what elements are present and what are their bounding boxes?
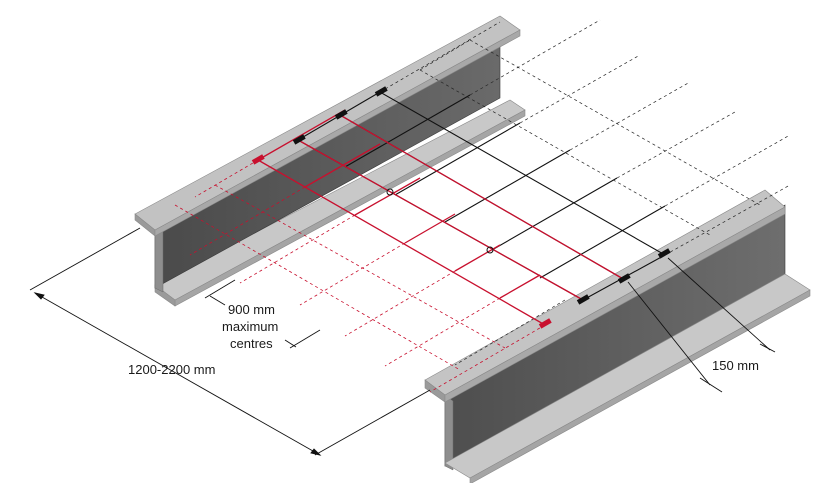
- end-distance-dimension: [627, 257, 776, 393]
- clip-icon: [251, 154, 265, 165]
- clip-icon: [538, 318, 552, 329]
- right-beam: [424, 189, 811, 483]
- clip-icon: [374, 86, 388, 97]
- splice-icon: [386, 188, 394, 196]
- clip-icon: [292, 134, 306, 145]
- red-bars: [257, 109, 626, 326]
- left-beam: [134, 15, 526, 307]
- dashed-lines-black: [379, 19, 791, 366]
- spacing-dimension: [204, 279, 321, 349]
- spacing-value-label: 900 mm: [228, 302, 275, 317]
- span-label: 1200-2200 mm: [128, 362, 215, 377]
- clip-icon: [617, 273, 631, 284]
- clip-icon: [576, 294, 590, 305]
- red-dashed: [174, 159, 546, 393]
- span-dimension: [29, 227, 431, 456]
- spacing-maximum-label: maximum: [222, 319, 278, 334]
- end-distance-label: 150 mm: [712, 358, 759, 373]
- clip-icon: [657, 248, 671, 259]
- spacing-centres-label: centres: [230, 336, 273, 351]
- clip-icon: [334, 109, 348, 120]
- splice-icon: [486, 246, 494, 254]
- fixing-clips: [251, 86, 671, 329]
